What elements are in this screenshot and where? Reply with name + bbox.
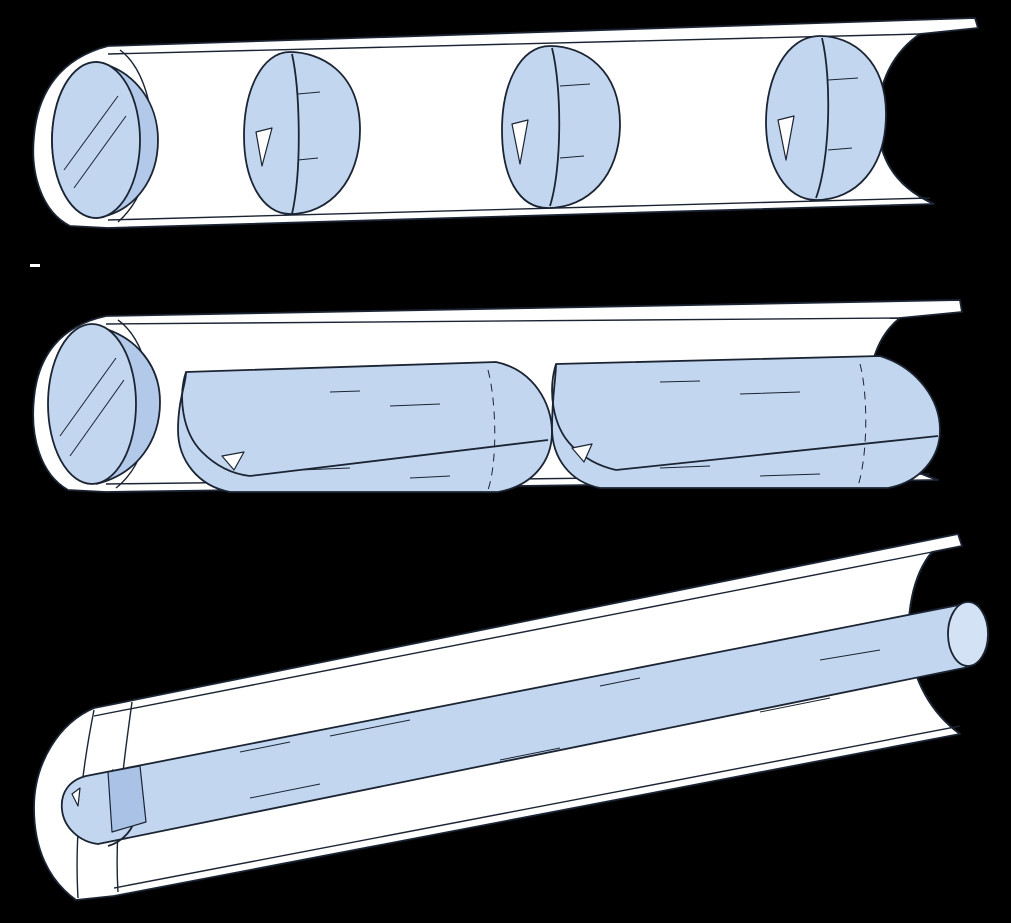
panel-1-lens-2 (501, 45, 621, 209)
panel-3-gradient-rod (33, 533, 990, 901)
panel-1-lens-1 (243, 51, 361, 215)
panel-2-rod-2 (551, 355, 941, 489)
panel-2-rod-1 (177, 361, 553, 493)
panel-2-rod-lenses (32, 299, 963, 493)
panel-1-spaced-lenses (32, 17, 979, 229)
speck (30, 264, 40, 267)
panel-3-rod (60, 601, 990, 847)
panel-2-front-window (47, 323, 137, 485)
panel-1-lens-3 (765, 35, 887, 201)
